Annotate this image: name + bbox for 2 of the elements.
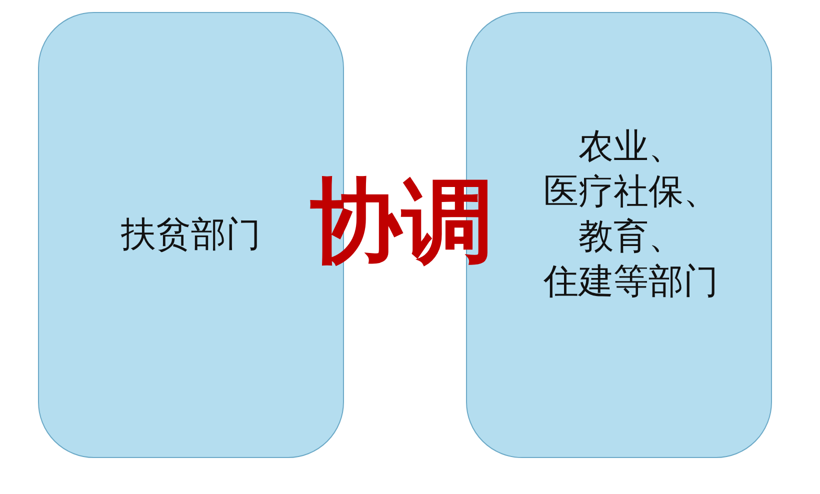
box-label: 农业、医疗社保、教育、住建等部门 — [542, 126, 720, 304]
box-label: 扶贫部门 — [121, 214, 261, 256]
